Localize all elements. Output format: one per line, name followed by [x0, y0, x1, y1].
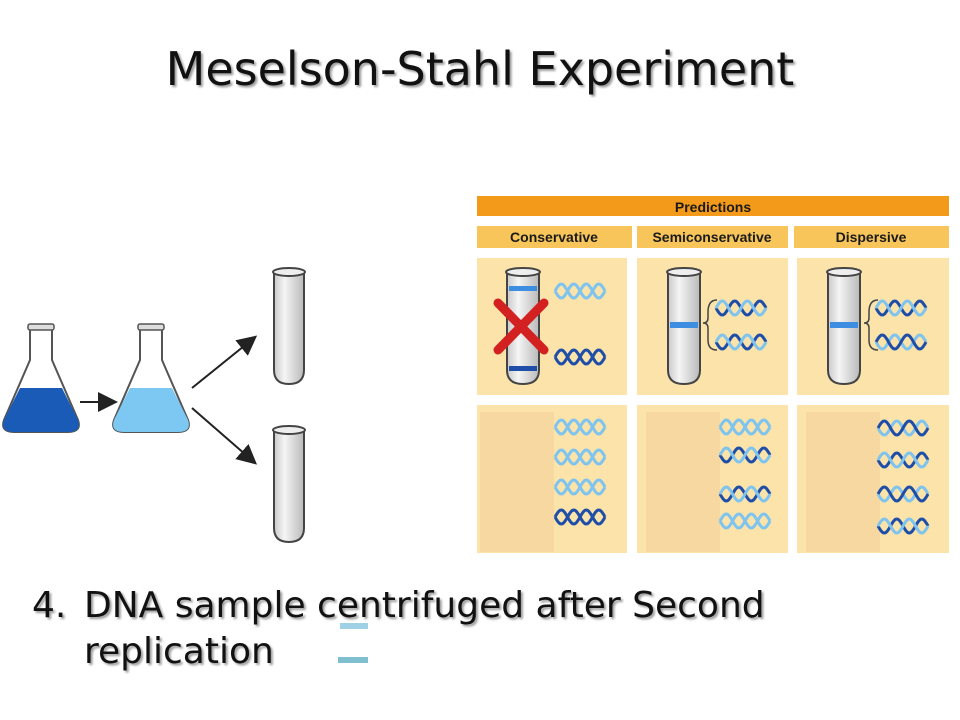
gen2-block-semiconservative [646, 412, 720, 552]
helix-disp-gen1-b [874, 333, 928, 351]
model-label-semiconservative: Semiconservative [652, 229, 771, 245]
band-marker-light [338, 657, 368, 663]
centrifuge-tube-second [272, 425, 306, 544]
rejected-x-mark [493, 298, 549, 355]
model-band-dispersive [794, 226, 949, 248]
helix-cons-gen2-c [553, 478, 607, 496]
panel-dispersive-gen1 [797, 258, 949, 395]
helix-disp-gen1-a [874, 299, 928, 317]
step-number: 4. [32, 585, 67, 626]
helix-semi-gen2-d [718, 512, 772, 530]
gen2-block-conservative [480, 412, 554, 552]
helix-cons-gen1-b [553, 348, 607, 366]
helix-semi-gen1-a [714, 299, 768, 317]
brace-dispersive [863, 299, 879, 351]
predictions-header-band [477, 196, 949, 216]
helix-semi-gen2-a [718, 418, 772, 436]
panel-conservative-gen1 [477, 258, 627, 395]
arrow-to-tube-bottom [191, 407, 258, 465]
prediction-tube-semiconservative [666, 267, 702, 386]
helix-cons-gen2-b [553, 448, 607, 466]
helix-cons-gen2-a [553, 418, 607, 436]
panel-semiconservative-gen1 [637, 258, 788, 395]
model-label-conservative: Conservative [510, 229, 598, 245]
helix-semi-gen1-b [714, 333, 768, 351]
helix-semi-gen2-c [718, 485, 772, 503]
step-text-line1: DNA sample centrifuged after Second [84, 585, 765, 626]
centrifuge-tube-first [272, 267, 306, 386]
predictions-header: Predictions [675, 199, 751, 215]
arrow-to-tube-top [191, 335, 258, 389]
helix-disp-gen2-c [876, 485, 930, 503]
helix-disp-gen2-b [876, 451, 930, 469]
brace-semiconservative [702, 299, 718, 351]
helix-cons-gen1-a [553, 282, 607, 300]
helix-disp-gen2-a [876, 419, 930, 437]
flask-light-medium [112, 323, 190, 433]
model-band-semiconservative [637, 226, 788, 248]
flask-heavy-medium [2, 323, 80, 433]
prediction-tube-dispersive [826, 267, 862, 386]
helix-semi-gen2-b [718, 446, 772, 464]
slide-title: Meselson-Stahl Experiment [165, 42, 795, 96]
model-band-conservative [477, 226, 632, 248]
model-label-dispersive: Dispersive [836, 229, 907, 245]
gen2-block-dispersive [806, 412, 880, 552]
band-marker-hybrid [340, 623, 368, 629]
helix-cons-gen2-d [553, 508, 607, 526]
step-text-line2: replication [84, 631, 274, 672]
dna-helices [553, 282, 930, 535]
helix-disp-gen2-d [876, 517, 930, 535]
